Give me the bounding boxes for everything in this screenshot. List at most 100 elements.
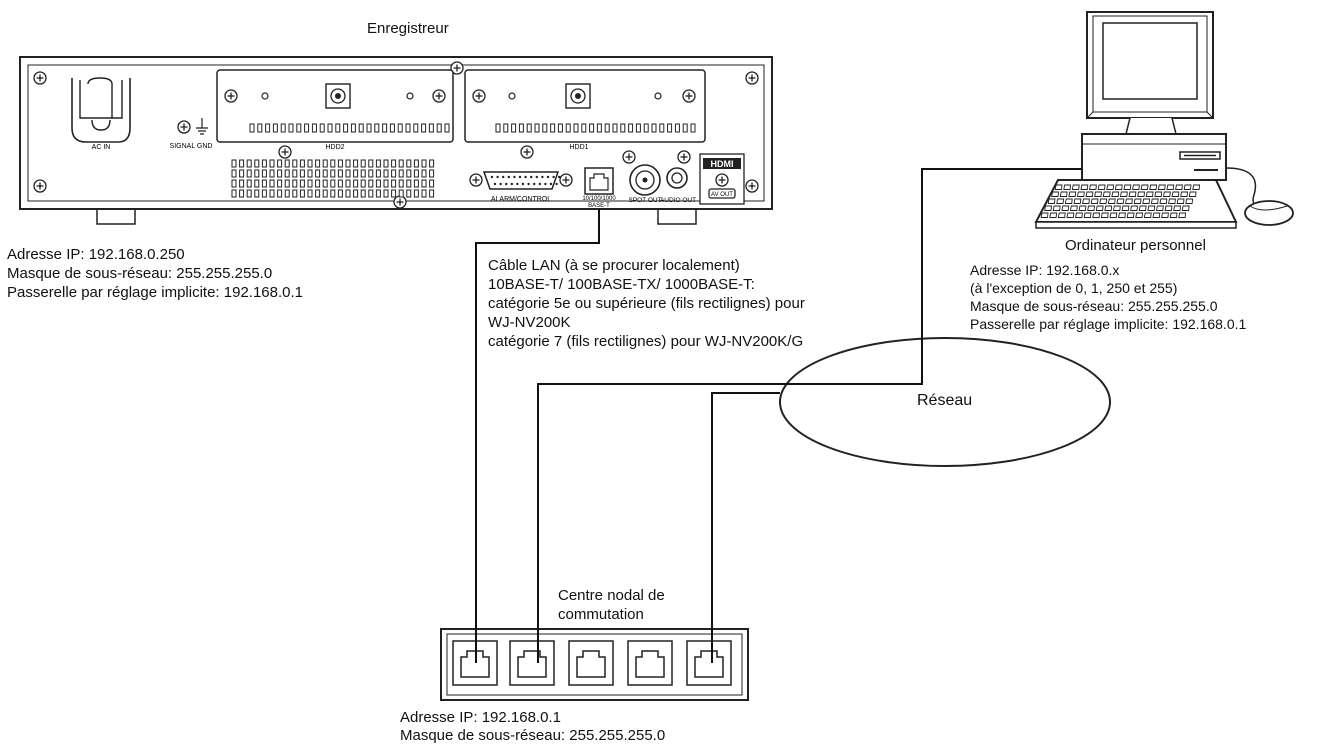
hub-port-5 bbox=[686, 640, 732, 686]
drive-slot bbox=[628, 123, 634, 133]
drive-slot bbox=[581, 123, 587, 133]
vent-slot bbox=[322, 179, 328, 188]
keyboard-key bbox=[1080, 184, 1089, 190]
vent-slot bbox=[375, 189, 381, 198]
vent-slot bbox=[413, 179, 419, 188]
lan-port bbox=[584, 167, 614, 195]
vent-slot bbox=[277, 179, 283, 188]
vent-slot bbox=[337, 189, 343, 198]
connector-pin bbox=[544, 182, 547, 186]
keyboard-key bbox=[1076, 191, 1085, 197]
drive-slot bbox=[534, 123, 540, 133]
vent-slot bbox=[360, 159, 366, 168]
cable-pc-hub bbox=[537, 168, 1082, 663]
keyboard-key bbox=[1137, 191, 1146, 197]
keyboard-key bbox=[1107, 198, 1116, 204]
drive-slot bbox=[612, 123, 618, 133]
keyboard-key bbox=[1180, 191, 1189, 197]
vent-slot bbox=[368, 169, 374, 178]
vent-slot bbox=[322, 169, 328, 178]
connector-pin bbox=[516, 182, 519, 186]
vent-slot bbox=[368, 159, 374, 168]
connector-pin bbox=[535, 175, 538, 179]
pc-gateway: Passerelle par réglage implicite: 192.16… bbox=[970, 316, 1247, 332]
pc-subnet: Masque de sous-réseau: 255.255.255.0 bbox=[970, 298, 1218, 314]
keyboard-key bbox=[1135, 212, 1144, 218]
keyboard-key bbox=[1085, 191, 1094, 197]
keyboard-key bbox=[1066, 212, 1075, 218]
vent-slot bbox=[231, 179, 237, 188]
drive-slot bbox=[343, 123, 349, 133]
ac-in-label: AC IN bbox=[92, 144, 111, 151]
drive-slot bbox=[374, 123, 380, 133]
vent-slot bbox=[299, 189, 305, 198]
ground-icon bbox=[196, 118, 208, 135]
vent-slot bbox=[299, 179, 305, 188]
drive-slot bbox=[350, 123, 356, 133]
vent-slot bbox=[315, 179, 321, 188]
vent-slot bbox=[421, 169, 427, 178]
network-cloud bbox=[779, 337, 1111, 467]
vent-slot bbox=[391, 189, 397, 198]
vent-slot bbox=[330, 189, 336, 198]
alarm-control-label: ALARM/CONTROL bbox=[491, 196, 551, 203]
vent-slot bbox=[307, 179, 313, 188]
keyboard-key bbox=[1064, 198, 1073, 204]
keyboard-key bbox=[1157, 184, 1166, 190]
connector-pin bbox=[527, 182, 530, 186]
keyboard-key bbox=[1176, 198, 1185, 204]
connector-pin bbox=[507, 175, 510, 179]
vent-slot bbox=[337, 179, 343, 188]
drive-slot bbox=[366, 123, 372, 133]
cable-line-3: catégorie 5e ou supérieure (fils rectili… bbox=[488, 295, 805, 312]
vent-slot bbox=[307, 189, 313, 198]
spot-out-label: SPOT OUT bbox=[628, 197, 661, 204]
keyboard-key bbox=[1175, 184, 1183, 190]
keyboard-key bbox=[1143, 212, 1152, 218]
keyboard-key bbox=[1125, 198, 1133, 204]
vent-slot bbox=[383, 179, 389, 188]
vent-slot bbox=[261, 189, 267, 198]
vent-slot bbox=[330, 159, 336, 168]
drive-slot bbox=[444, 123, 450, 133]
vent-slot bbox=[398, 159, 404, 168]
drive-slot bbox=[304, 123, 310, 133]
vent-slot bbox=[307, 169, 313, 178]
drive-slot bbox=[643, 123, 649, 133]
connector-pin bbox=[549, 182, 553, 186]
vent-slot bbox=[345, 169, 351, 178]
keyboard-key bbox=[1057, 212, 1066, 218]
vent-slot bbox=[413, 189, 419, 198]
vent-slot bbox=[284, 189, 290, 198]
drive-slot bbox=[667, 123, 673, 133]
vent-slot bbox=[383, 189, 389, 198]
keyboard-key bbox=[1168, 198, 1176, 204]
keyboard-key bbox=[1166, 184, 1175, 190]
audio-out-label: AUDIO OUT bbox=[660, 197, 696, 204]
keyboard-key bbox=[1071, 184, 1080, 190]
vent-slot bbox=[299, 169, 305, 178]
vent-slot bbox=[231, 159, 237, 168]
connector-pin bbox=[513, 175, 516, 179]
keyboard-key bbox=[1102, 191, 1111, 197]
keyboard-key bbox=[1054, 184, 1063, 190]
drive-slot bbox=[620, 123, 626, 133]
vent-slot bbox=[269, 179, 275, 188]
pc-ip: Adresse IP: 192.168.0.x bbox=[970, 262, 1120, 278]
connector-pin bbox=[558, 175, 561, 179]
keyboard-key bbox=[1150, 198, 1159, 204]
keyboard-key bbox=[1049, 212, 1058, 218]
keyboard-key bbox=[1149, 184, 1158, 190]
cable-line-2: 10BASE-T/ 100BASE-TX/ 1000BASE-T: bbox=[488, 276, 755, 293]
keyboard-key bbox=[1090, 198, 1099, 204]
drive-slot bbox=[327, 123, 333, 133]
connector-pin bbox=[510, 182, 513, 186]
drive-slot bbox=[659, 123, 665, 133]
vent-slot bbox=[277, 189, 283, 198]
connector-pin bbox=[538, 182, 541, 186]
keyboard-key bbox=[1145, 191, 1154, 197]
connector-pin bbox=[541, 175, 544, 179]
vent-slot bbox=[231, 169, 237, 178]
lan-cables bbox=[475, 168, 1082, 663]
connector-pin bbox=[555, 182, 558, 186]
